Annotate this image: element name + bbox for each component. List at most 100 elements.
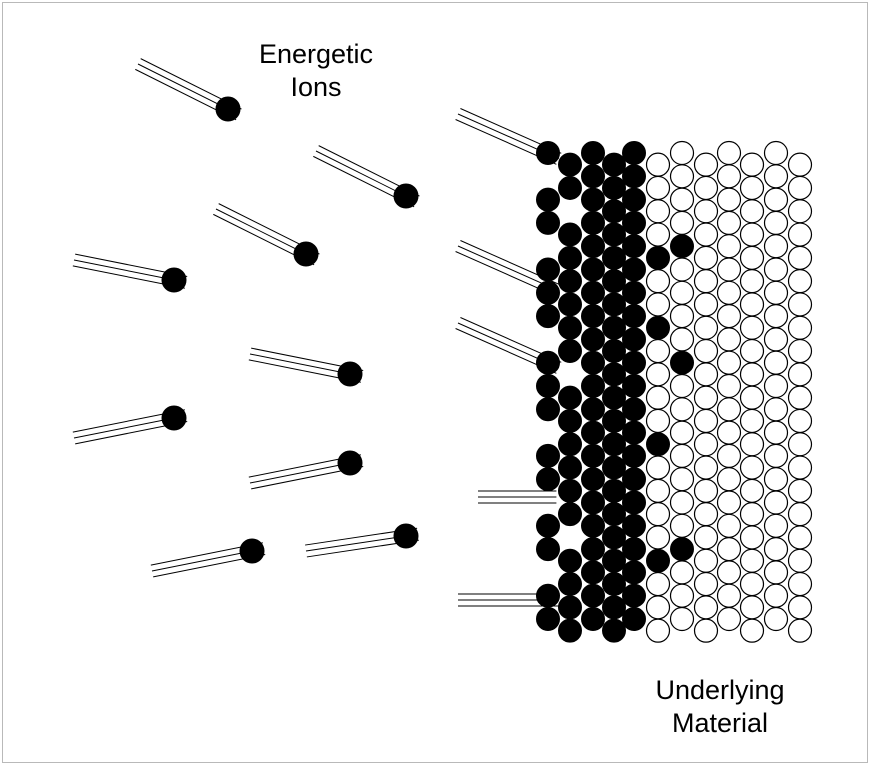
substrate-atom bbox=[645, 618, 671, 643]
implanted-ion-atom bbox=[581, 304, 605, 329]
substrate-atom bbox=[669, 257, 695, 282]
energetic-ions-label: Energetic Ions bbox=[236, 38, 396, 104]
substrate-atom bbox=[693, 175, 719, 201]
substrate-atom bbox=[693, 432, 719, 457]
substrate-atom bbox=[739, 385, 765, 410]
implanted-ion-atom bbox=[602, 385, 626, 410]
implanted-ion-atom bbox=[536, 397, 560, 422]
substrate-atom bbox=[787, 478, 813, 503]
substrate-atom bbox=[787, 502, 813, 527]
substrate-atom bbox=[669, 187, 695, 212]
energetic-ion bbox=[455, 240, 562, 297]
substrate-atom bbox=[739, 595, 765, 620]
energetic-ion bbox=[458, 593, 559, 607]
implanted-ion-atom bbox=[581, 537, 605, 562]
substrate-atom bbox=[716, 327, 742, 352]
substrate-atom bbox=[669, 606, 695, 632]
substrate-atom bbox=[787, 432, 813, 457]
substrate-atom bbox=[716, 140, 742, 166]
energetic-ion bbox=[313, 145, 420, 209]
substrate-atom bbox=[763, 513, 789, 538]
substrate-atom bbox=[716, 373, 742, 399]
substrate-atom bbox=[739, 408, 765, 434]
substrate-atom bbox=[693, 571, 719, 597]
substrate-atom bbox=[669, 420, 695, 445]
energetic-ion bbox=[135, 58, 242, 122]
substrate-atom bbox=[669, 164, 695, 189]
implanted-ion-atom bbox=[646, 432, 670, 457]
implanted-ion-atom bbox=[622, 607, 646, 631]
substrate-atom bbox=[739, 548, 765, 573]
substrate-atom bbox=[787, 222, 813, 247]
substrate-atom bbox=[669, 373, 695, 399]
motion-streak bbox=[460, 317, 562, 363]
incoming-ion bbox=[293, 241, 319, 267]
implanted-ion-atom bbox=[581, 374, 605, 398]
substrate-atom bbox=[645, 571, 671, 597]
implanted-ion-atom bbox=[622, 583, 646, 608]
implanted-ion-atom bbox=[602, 572, 626, 597]
implanted-ion-atom bbox=[581, 443, 605, 468]
implanted-ion-atom bbox=[536, 467, 560, 492]
substrate-atom bbox=[739, 315, 765, 340]
substrate-atom bbox=[739, 455, 765, 480]
implanted-ion-atom bbox=[622, 280, 646, 305]
energetic-ion bbox=[213, 203, 320, 267]
energetic-ion bbox=[455, 317, 562, 374]
substrate-atom bbox=[739, 618, 765, 643]
substrate-atom bbox=[787, 525, 813, 550]
substrate-atom bbox=[693, 455, 719, 480]
substrate-atom bbox=[669, 443, 695, 468]
substrate-atom bbox=[787, 269, 813, 294]
substrate-atom bbox=[763, 443, 789, 468]
implanted-ion-atom bbox=[581, 234, 605, 259]
implanted-ion-atom bbox=[536, 607, 560, 631]
implanted-ion-atom bbox=[558, 408, 582, 433]
substrate-atom bbox=[763, 373, 789, 399]
implanted-ion-atom bbox=[581, 164, 605, 189]
implanted-ion-atom bbox=[558, 385, 582, 410]
implanted-ion-atom bbox=[558, 432, 582, 457]
substrate-atom bbox=[645, 338, 671, 364]
implanted-ion-atom bbox=[581, 397, 605, 422]
implanted-ion-atom bbox=[602, 152, 626, 177]
implanted-ion-atom bbox=[646, 548, 670, 573]
implanted-ion-atom bbox=[622, 304, 646, 329]
substrate-atom bbox=[669, 560, 695, 585]
incoming-ion bbox=[337, 361, 363, 387]
substrate-atom bbox=[716, 490, 742, 515]
substrate-atom bbox=[763, 327, 789, 352]
substrate-atom bbox=[763, 187, 789, 212]
implanted-ion-atom bbox=[602, 315, 626, 340]
substrate-atom bbox=[693, 478, 719, 503]
implanted-ion-atom bbox=[558, 478, 582, 503]
energetic-ion bbox=[72, 405, 188, 445]
implanted-ion-atom bbox=[622, 164, 646, 189]
implanted-ion-atom bbox=[622, 141, 646, 165]
substrate-atom bbox=[645, 175, 671, 201]
substrate-atom bbox=[763, 210, 789, 235]
implanted-ion-atom bbox=[581, 467, 605, 492]
motion-streak bbox=[455, 251, 557, 297]
implanted-ion-atom bbox=[558, 269, 582, 294]
substrate-atom bbox=[645, 455, 671, 480]
underlying-material-label: Underlying Material bbox=[630, 674, 810, 740]
implanted-ion-atom bbox=[536, 443, 560, 468]
substrate-atom bbox=[739, 245, 765, 270]
implanted-ion-atom bbox=[558, 152, 582, 177]
implanted-ion-atom bbox=[622, 443, 646, 468]
substrate-atom bbox=[787, 548, 813, 573]
substrate-atom bbox=[716, 280, 742, 305]
substrate-atom bbox=[787, 292, 813, 317]
implanted-ion-atom bbox=[602, 408, 626, 433]
motion-streak bbox=[455, 328, 557, 374]
implanted-ion-atom bbox=[558, 548, 582, 573]
implanted-ion-atom bbox=[581, 257, 605, 282]
substrate-atom bbox=[716, 350, 742, 375]
implanted-ion-atom bbox=[581, 513, 605, 538]
substrate-atom bbox=[693, 362, 719, 387]
substrate-atom bbox=[787, 455, 813, 480]
substrate-atom bbox=[763, 560, 789, 585]
